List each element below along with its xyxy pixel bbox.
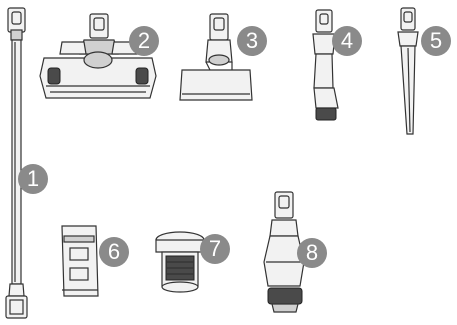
callout-badge-2: 2 bbox=[129, 26, 159, 56]
callout-badge-8: 8 bbox=[297, 238, 327, 268]
callout-badge-7: 7 bbox=[200, 234, 230, 264]
filter-housing-part bbox=[62, 226, 98, 296]
mini-motorized-brush-part bbox=[180, 14, 252, 100]
crevice-tool-part bbox=[398, 8, 418, 134]
callout-badge-1: 1 bbox=[18, 164, 48, 194]
callout-badge-5: 5 bbox=[421, 26, 451, 56]
callout-badge-3: 3 bbox=[237, 26, 267, 56]
extension-tube-part bbox=[6, 8, 27, 318]
angled-brush-tool-part bbox=[313, 10, 338, 120]
callout-badge-4: 4 bbox=[332, 26, 362, 56]
filter-cylinder-part bbox=[156, 232, 204, 292]
callout-badge-6: 6 bbox=[99, 237, 129, 267]
